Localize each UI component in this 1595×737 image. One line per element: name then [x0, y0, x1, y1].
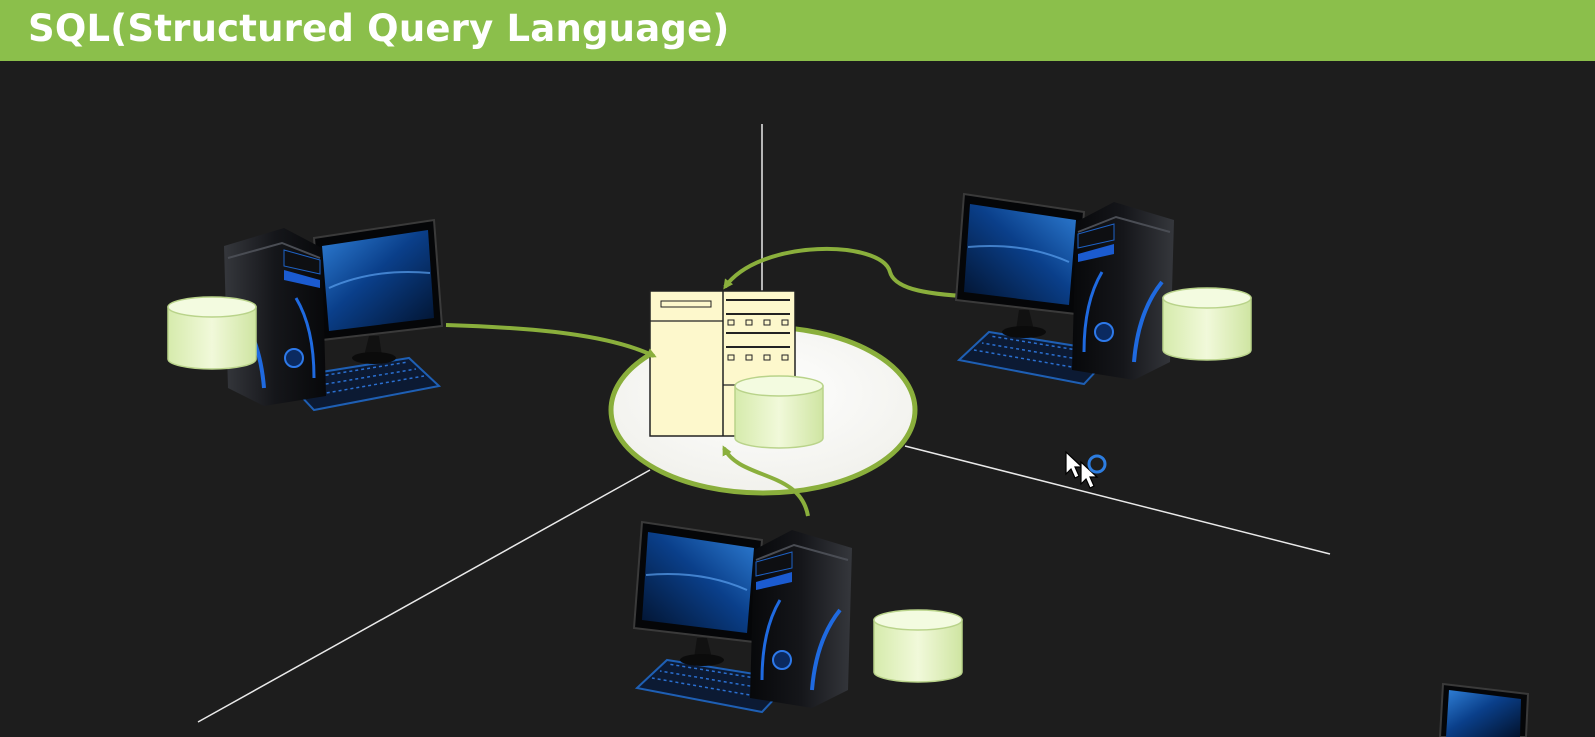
database-cylinder-icon [1163, 288, 1251, 360]
busy-cursor-icon [1066, 452, 1105, 488]
computer-right [956, 194, 1251, 384]
arrow-right-to-server [725, 249, 982, 297]
arrow-left-to-server [446, 325, 654, 356]
computer-bottom [634, 522, 962, 712]
computer-workstation-icon [956, 194, 1174, 384]
server-database-icon [735, 376, 823, 448]
computer-left [168, 220, 442, 410]
computer-partial-bottom-right [1440, 684, 1528, 737]
computer-workstation-icon [634, 522, 852, 712]
database-cylinder-icon [874, 610, 962, 682]
connector-line-right [905, 446, 1330, 554]
connector-line-bottom-left [198, 470, 650, 722]
database-cylinder-icon [168, 297, 256, 369]
